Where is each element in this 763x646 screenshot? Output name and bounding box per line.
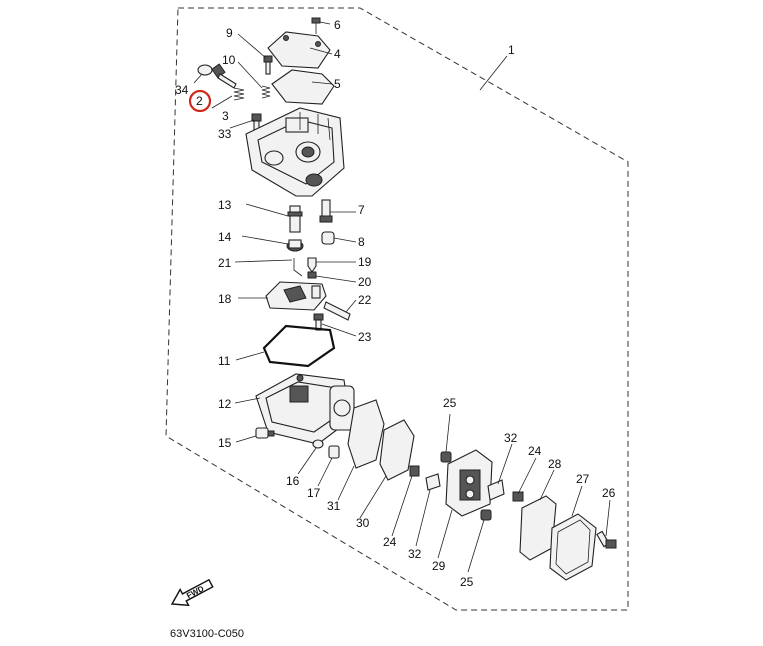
part-29-pump-body: [445, 449, 493, 517]
callout-23: 23: [358, 330, 372, 344]
part-34-cap: [197, 64, 213, 76]
callout-14: 14: [218, 230, 232, 244]
callout-31: 31: [327, 499, 341, 513]
callout-30: 30: [356, 516, 370, 530]
callout-5: 5: [334, 77, 341, 91]
part-25-screw-top: [440, 451, 452, 463]
callout-27: 27: [576, 472, 590, 486]
part-18-float: [265, 281, 327, 311]
part-14-main-jet: [286, 239, 304, 252]
part-12-float-chamber: [255, 373, 355, 445]
part-5-gasket: [271, 69, 335, 105]
callout-3: 3: [222, 109, 229, 123]
part-8-plug: [321, 231, 335, 245]
callout-18: 18: [218, 292, 232, 306]
callout-7: 7: [358, 203, 365, 217]
part-15-drain-screw: [255, 427, 275, 439]
callout-32-right: 32: [504, 431, 518, 445]
callout-22: 22: [358, 293, 372, 307]
callout-6: 6: [334, 18, 341, 32]
callout-8: 8: [358, 235, 365, 249]
callout-10: 10: [222, 53, 236, 67]
part-2-pilot-screw: [211, 63, 237, 89]
part-25-screw-bottom: [480, 509, 492, 521]
part-26-screw: [596, 530, 617, 549]
part-32-valve-left: [425, 473, 441, 491]
callout-25-top: 25: [443, 396, 457, 410]
highlight-circle-part-2: [188, 89, 212, 113]
part-24-check-valve-right: [512, 491, 524, 502]
callout-24-left: 24: [383, 535, 397, 549]
callout-32-left: 32: [408, 547, 422, 561]
part-20-clip: [307, 271, 317, 279]
callout-9: 9: [226, 26, 233, 40]
part-13-nozzle: [287, 205, 303, 233]
callout-12: 12: [218, 397, 232, 411]
callout-21: 21: [218, 256, 232, 270]
carburetor-body: [245, 107, 345, 197]
callout-16: 16: [286, 474, 300, 488]
diagram-code: 63V3100-C050: [170, 628, 244, 640]
callout-26: 26: [602, 486, 616, 500]
callout-34: 34: [175, 83, 189, 97]
callout-13: 13: [218, 198, 232, 212]
part-31-diaphragm: [347, 399, 385, 469]
part-27-pump-cover: [549, 513, 597, 581]
part-9-screw: [263, 55, 273, 75]
callout-28: 28: [548, 457, 562, 471]
part-32-valve-right: [487, 479, 505, 501]
part-3-spring: [233, 87, 245, 101]
callout-1: 1: [508, 43, 515, 57]
callout-4: 4: [334, 47, 341, 61]
leader-lines: [193, 21, 611, 573]
callout-33: 33: [218, 127, 232, 141]
callout-2: 2: [196, 94, 203, 108]
fwd-arrow-icon: FWD: [170, 578, 214, 607]
callout-11: 11: [218, 354, 231, 368]
callout-19: 19: [358, 255, 372, 269]
assembly-boundary: [165, 7, 629, 611]
part-10-spring: [261, 85, 271, 99]
part-16-washer: [312, 439, 324, 449]
part-19-needle-valve: [307, 257, 317, 273]
part-11-gasket: [262, 324, 336, 368]
part-21-wire: [293, 258, 303, 277]
part-7-jet: [319, 199, 333, 223]
callout-25-bottom: 25: [460, 575, 474, 589]
callout-29: 29: [432, 559, 446, 573]
callout-24-right: 24: [528, 444, 542, 458]
callout-17: 17: [307, 486, 321, 500]
part-6-screw: [311, 17, 321, 34]
part-24-check-valve: [409, 465, 420, 477]
part-22-float-pin: [323, 301, 351, 321]
callout-15: 15: [218, 436, 232, 450]
part-17-bolt: [328, 445, 340, 459]
callout-20: 20: [358, 275, 372, 289]
part-4-cover: [267, 31, 331, 69]
part-30-gasket: [379, 419, 415, 481]
